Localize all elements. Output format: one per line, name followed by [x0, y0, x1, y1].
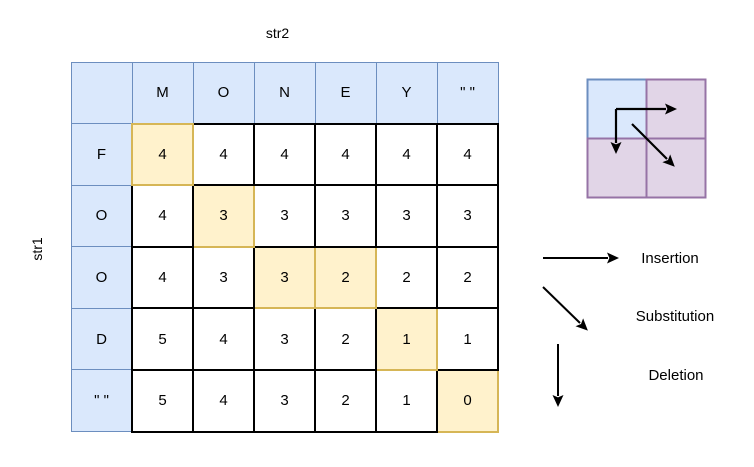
- matrix-cell: 3: [375, 184, 438, 248]
- matrix-cell-path: 3: [253, 245, 316, 310]
- matrix-corner-cell: [71, 61, 133, 125]
- matrix-row-header: D: [71, 307, 133, 371]
- legend-arrows: [542, 252, 619, 407]
- matrix-cell: 3: [253, 368, 316, 433]
- matrix-cell: 2: [375, 245, 438, 310]
- substitution-arrow-icon: [631, 123, 675, 167]
- matrix-cell: 3: [253, 184, 316, 248]
- matrix-cell: 2: [314, 307, 377, 371]
- matrix-cell: 3: [253, 307, 316, 371]
- matrix-cell-path: 3: [192, 184, 255, 248]
- matrix-cell-path: 4: [131, 122, 194, 187]
- matrix-cell: 4: [192, 122, 255, 187]
- str2-label: str2: [265, 25, 290, 41]
- legend-label-deletion: Deletion: [648, 367, 704, 384]
- matrix-cell: 4: [131, 184, 194, 248]
- matrix-row-header: O: [71, 184, 133, 248]
- matrix-cell: 2: [436, 245, 499, 310]
- matrix-cell: 1: [436, 307, 499, 371]
- matrix-cell: 4: [192, 368, 255, 433]
- matrix-col-header: N: [253, 61, 316, 125]
- matrix-cell: 3: [314, 184, 377, 248]
- matrix-cell: 3: [436, 184, 499, 248]
- matrix-cell: 1: [375, 368, 438, 433]
- matrix-cell: 4: [253, 122, 316, 187]
- matrix-cell: 4: [192, 307, 255, 371]
- matrix-col-header: " ": [436, 61, 499, 125]
- matrix-col-header: M: [131, 61, 194, 125]
- matrix-cell: 4: [314, 122, 377, 187]
- matrix-cell-path: 2: [314, 245, 377, 310]
- str1-label: str1: [29, 237, 45, 261]
- matrix-col-header: Y: [375, 61, 438, 125]
- matrix-cell: 2: [314, 368, 377, 433]
- deletion-target-cell: [586, 137, 648, 199]
- matrix-cell-path: 1: [375, 307, 438, 371]
- move-direction-grid: [586, 78, 707, 199]
- matrix-cell-path: 0: [436, 368, 499, 433]
- matrix-cell: 5: [131, 307, 194, 371]
- matrix-col-header: E: [314, 61, 377, 125]
- matrix-cell: 4: [436, 122, 499, 187]
- matrix-row-header: O: [71, 246, 133, 309]
- legend-label-substitution: Substitution: [635, 308, 715, 325]
- matrix-cell: 3: [192, 245, 255, 310]
- matrix-row-header: F: [71, 123, 133, 186]
- matrix-cell: 4: [131, 245, 194, 310]
- matrix-col-header: O: [192, 61, 255, 125]
- matrix-cell: 4: [375, 122, 438, 187]
- substitution-arrow-icon: [542, 286, 588, 331]
- matrix-row-header: " ": [71, 369, 133, 433]
- legend-label-insertion: Insertion: [641, 250, 699, 267]
- matrix-cell: 5: [131, 368, 194, 433]
